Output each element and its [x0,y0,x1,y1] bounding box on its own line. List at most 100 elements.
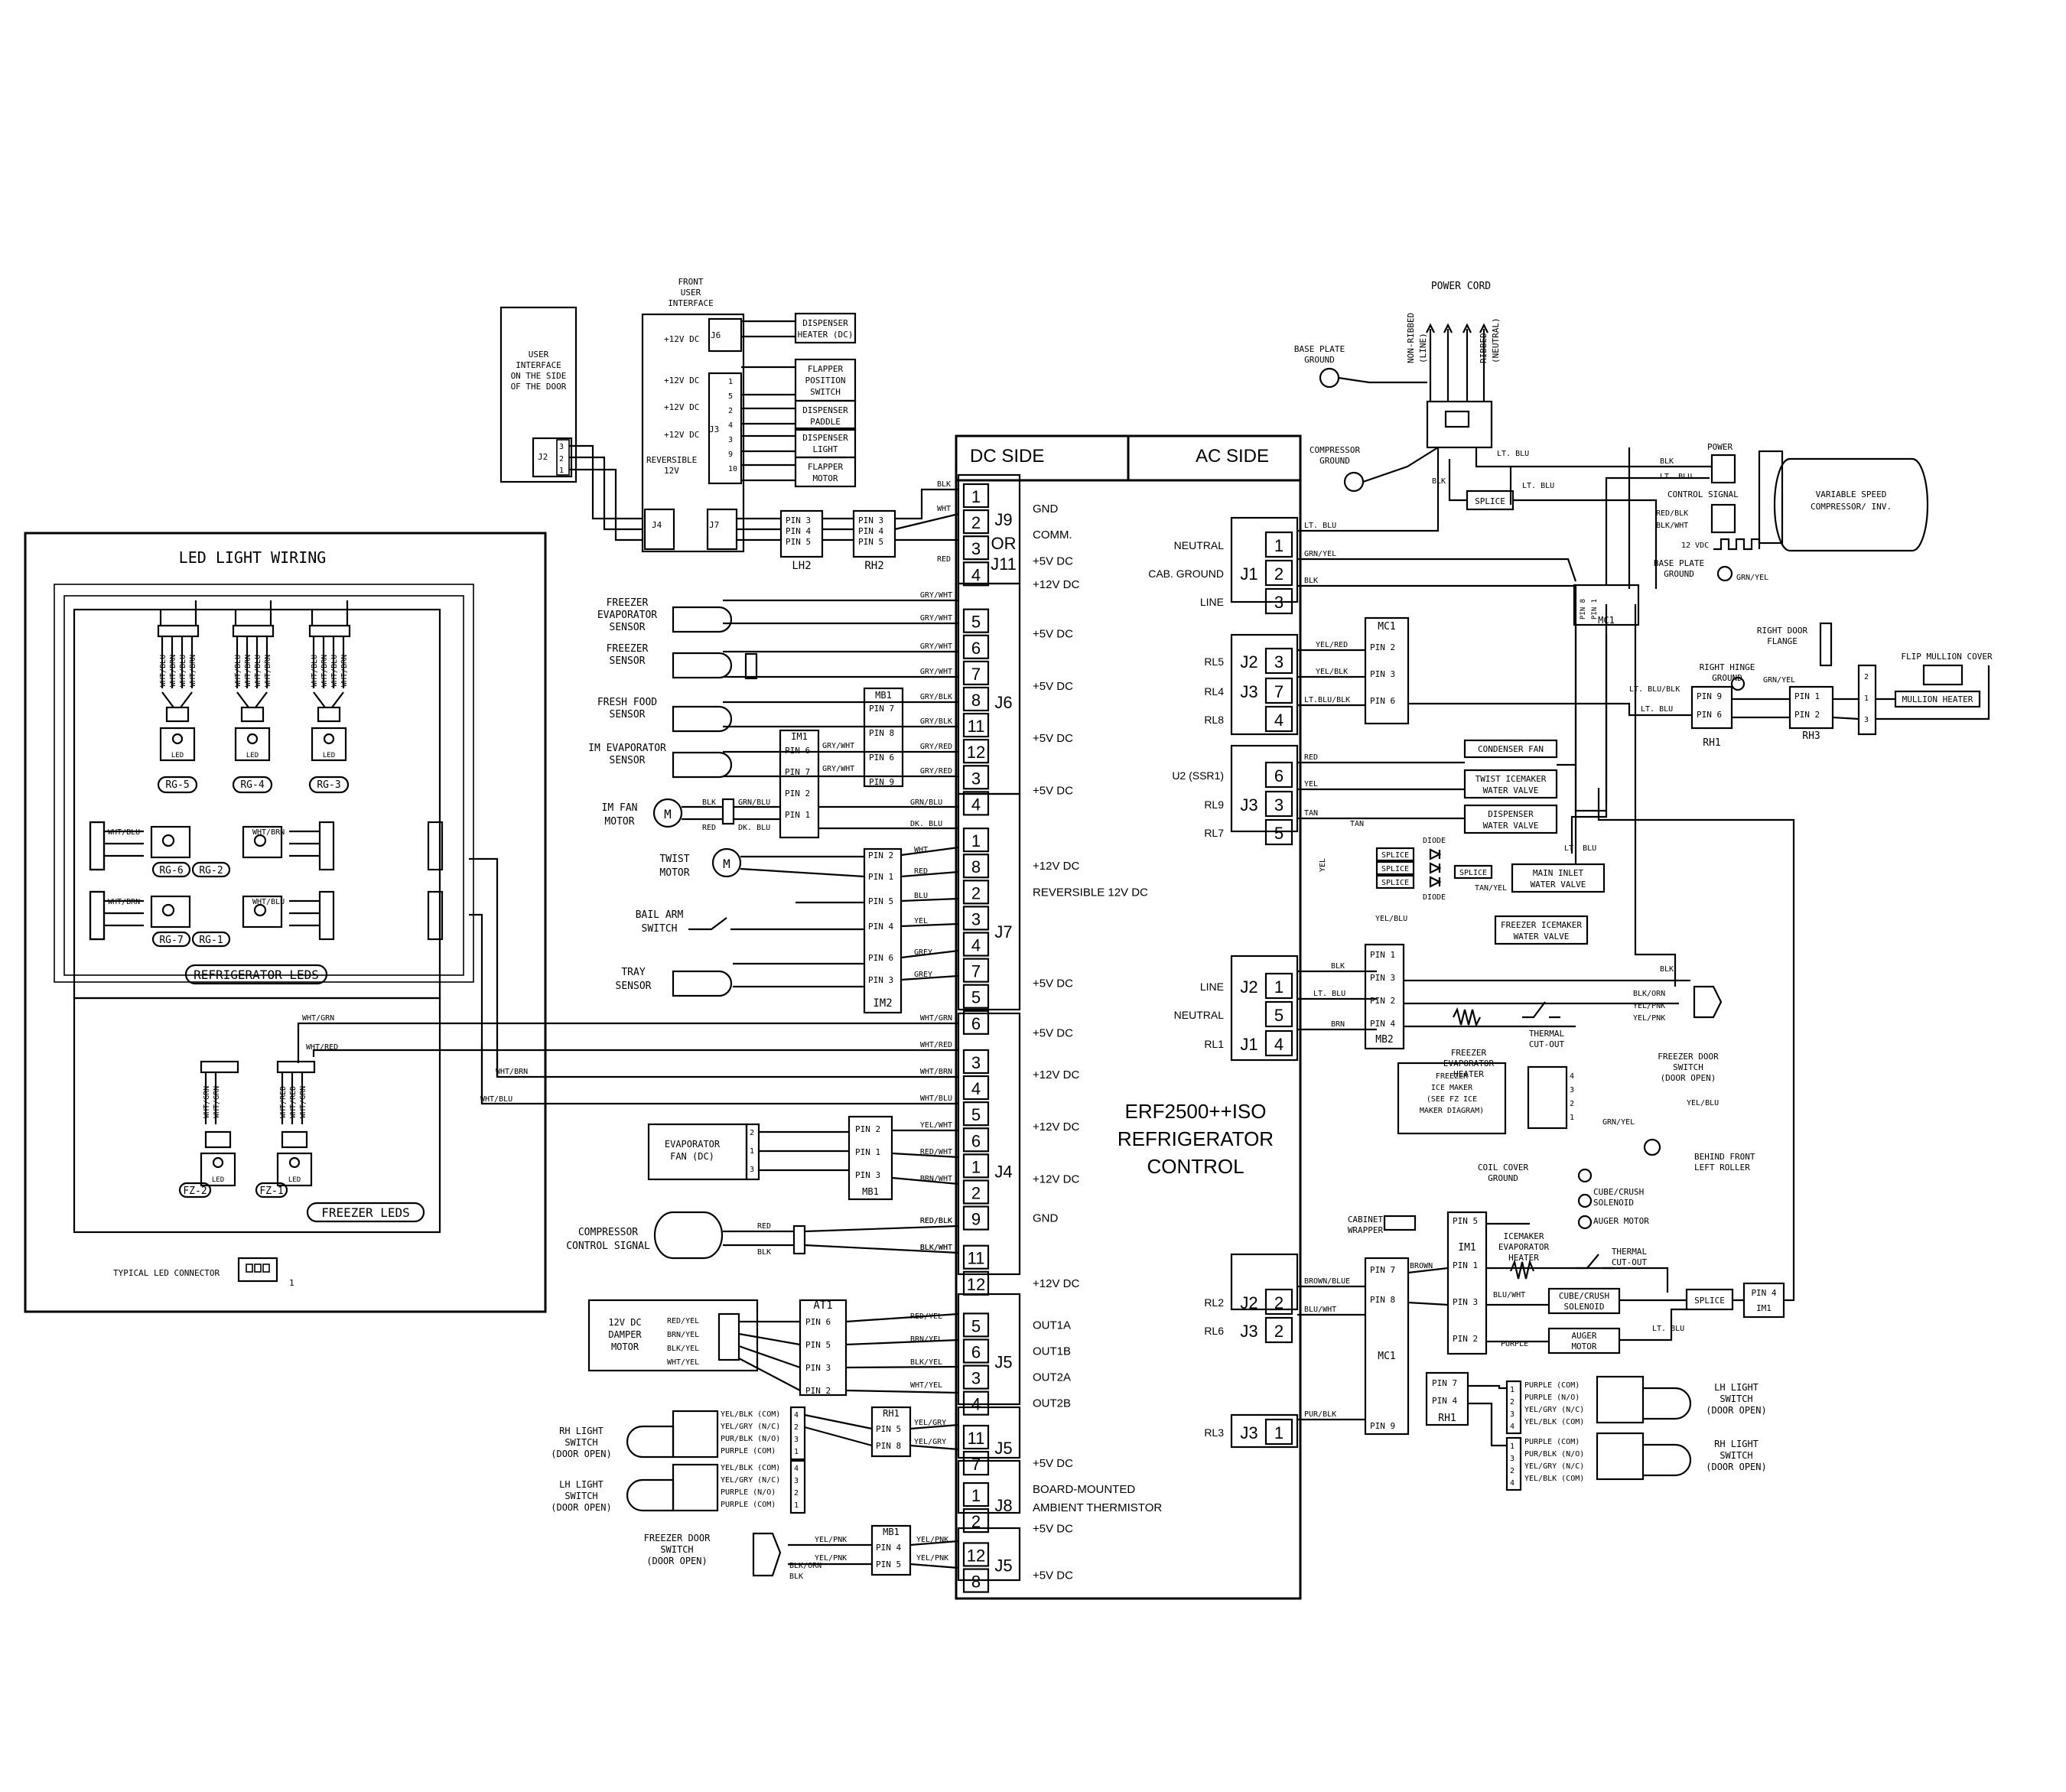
splice-right-wires [1597,788,1795,1342]
led-side-unit [150,895,191,929]
dc-pin-number: 4 [971,936,981,955]
sensor-label: FREEZER [607,597,649,609]
led-side-wire-label: WHT/BRN [108,898,140,906]
evap-fan-pin: 3 [750,1166,754,1174]
fz-door-right-label: (DOOR OPEN) [1661,1073,1716,1083]
front-ui-load-label: HEATER (DC) [798,330,854,340]
dc-pin-number: 8 [971,1572,981,1592]
led-feed-wire [234,600,272,626]
rh-switch-connector [789,1406,806,1461]
ice-thermal-label: THERMAL [1612,1247,1648,1257]
dc-pin-number: 9 [971,1210,981,1229]
rh-right-label: (DOOR OPEN) [1706,1462,1766,1472]
dc-pin-number: 1 [971,831,981,850]
sensor-label: SENSOR [610,655,646,667]
mc1-top-pin: PIN 3 [1370,669,1395,679]
auger-ground [1577,1215,1593,1230]
dc-pin-box [962,854,990,879]
led-side-badge [151,861,191,878]
rh3-conn-pin: 2 [1864,673,1869,681]
rh1-left-wires [804,1413,959,1451]
power-cord-lead [1443,323,1453,402]
front-ui-box [641,313,745,553]
ac-wire-label: LT.BLU/BLK [1304,696,1350,704]
mb1-pin: PIN 8 [869,728,894,738]
j6-wire-label: GRY/BLK [920,717,952,726]
rh1-left-name: RH1 [883,1408,900,1419]
power-cord-label: POWER CORD [1431,281,1491,292]
dc-pin-label: COMM. [1033,528,1072,542]
twist-label: TWIST [659,854,689,865]
rh-right-connector [1505,1436,1522,1491]
fz-label: FZ-1 [259,1185,283,1197]
fz-icemaker-pin: 2 [1570,1100,1574,1108]
j6-wire-label: GRY/RED [920,743,952,751]
lh-right-pin: 1 [1510,1386,1515,1394]
grn-yel-label: GRN/YEL [1736,574,1768,582]
valve-box [1463,804,1558,834]
rh3-name: RH3 [1802,730,1820,742]
ac-pin-label: RL5 [1204,655,1224,668]
led-run-label: WHT/RED [920,1041,952,1049]
lh-switch-connector [789,1459,806,1514]
dc-pin-label: +5V DC [1033,555,1073,568]
ac-wire-label: YEL/BLK [1316,668,1348,676]
dc-pin-box [962,1244,990,1270]
j4-wire-label: RED/BLK [920,1217,952,1225]
im2-wire-label: BLU [914,892,928,900]
damper-connector [717,1312,740,1361]
j4-wire-label: BLK/WHT [920,1244,952,1252]
dc-connector-outlines [957,473,1021,1582]
cube-ground [1577,1193,1593,1208]
ac-connector-name: J2 [1240,977,1257,997]
j6-wire-label: GRY/WHT [920,614,952,623]
damper-out-label: RED/YEL [910,1312,942,1321]
dc-pin-label: +12V DC [1033,1120,1079,1133]
front-ui-load-box [794,399,857,431]
front-ui-load-label: MOTOR [812,473,838,483]
dc-pin-number: 8 [971,857,981,876]
dc-pin-label: +5V DC [1033,732,1073,745]
mb1-door-pin: PIN 4 [876,1543,901,1553]
fz-wire-label: WHT/GRN [213,1086,221,1118]
front-ui-load-box [794,312,857,344]
dc-pin-box [962,483,990,509]
dc-pin-label: +5V DC [1033,977,1073,990]
lh2-name: LH2 [792,560,811,572]
splice-right-label: SPLICE [1694,1296,1725,1306]
im1-box [779,729,820,839]
ac-pin-box [1264,1000,1293,1028]
dc-pin-label: OUT1A [1033,1319,1071,1332]
svg-text:+12V DC: +12V DC [664,402,699,412]
fz-door-right-label: FREEZER DOOR [1658,1052,1719,1062]
im2-pin: PIN 5 [868,896,893,906]
ac-wire-label: YEL/RED [1316,641,1348,649]
fz-icemaker-wire: YEL/BLU [1687,1099,1719,1107]
ac-connector-name: J3 [1240,795,1257,815]
dc-pin-number: 2 [971,883,981,903]
j3-pin-number: 3 [728,436,733,444]
led-wire-label: WHT/BLU [311,655,319,687]
im2-out-wire [900,949,959,959]
right-hinge-ground [1730,676,1746,691]
fz-led-unit [200,1152,236,1187]
base-plate-label: BASE PLATE [1294,344,1345,354]
mc1-top-pin: PIN 6 [1370,696,1395,706]
ac-pin-number: 1 [1274,536,1284,555]
side-user-interface: USER INTERFACE ON THE SIDE OF THE DOOR J… [499,306,643,542]
ac-wire-label: LT. BLU [1304,522,1336,530]
im2-wire-label: YEL [914,917,928,925]
mc1-bottom-pin: PIN 8 [1370,1295,1395,1305]
rh1-left-box [870,1406,912,1458]
j3-pin-number: 9 [728,450,733,459]
dc-pin-label: +12V DC [1033,578,1079,591]
mb1-pin: PIN 9 [869,777,894,787]
behind-front-label: BEHIND FRONT [1694,1152,1755,1162]
j9-wire-label: RED [937,555,951,564]
led-run-label: WHT/BLU [920,1094,952,1103]
led-side-label: RG-2 [199,865,223,876]
damper-out-wire [845,1365,959,1369]
